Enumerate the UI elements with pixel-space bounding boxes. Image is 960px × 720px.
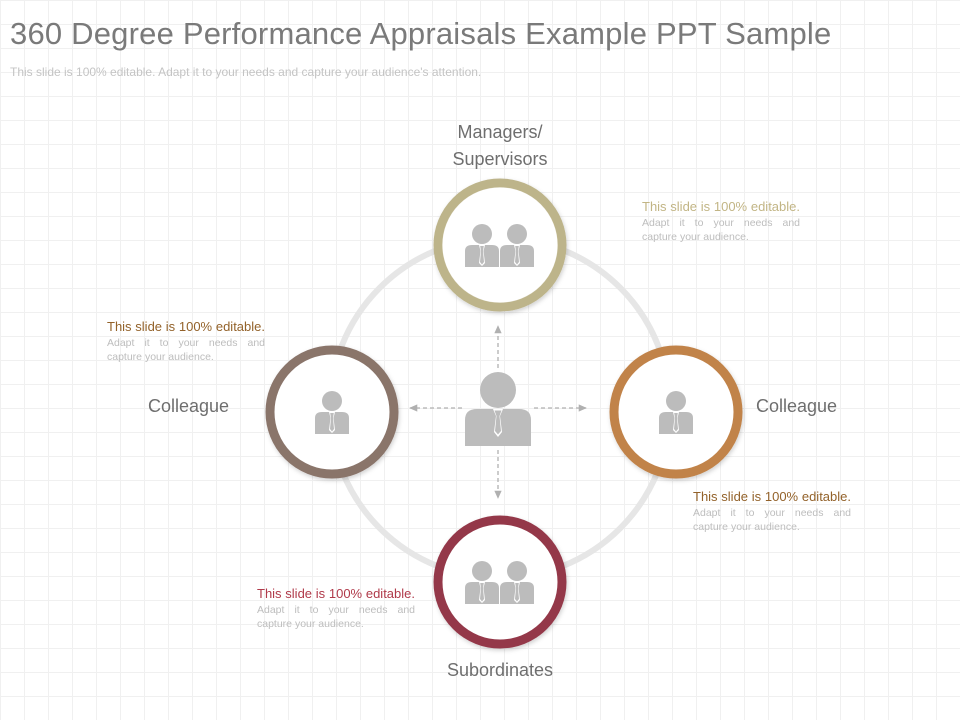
note-body: Adapt it to your needs and capture your … xyxy=(693,507,851,533)
node-bottom xyxy=(433,515,567,649)
node-label-managers: Managers/ Supervisors xyxy=(400,119,600,173)
node-top xyxy=(433,178,567,312)
center-person-icon xyxy=(465,372,531,446)
node-label-colleague-right: Colleague xyxy=(756,396,838,416)
slide-subtitle: This slide is 100% editable. Adapt it to… xyxy=(10,65,482,79)
note-lead: This slide is 100% editable. xyxy=(257,586,415,601)
node-label-subordinates: Subordinates xyxy=(446,660,554,680)
note-lead: This slide is 100% editable. xyxy=(693,489,851,504)
note-body: Adapt it to your needs and capture your … xyxy=(257,604,415,630)
note-bottom-right: This slide is 100% editable. Adapt it to… xyxy=(693,488,851,534)
note-top-left: This slide is 100% editable. Adapt it to… xyxy=(107,318,265,364)
note-body: Adapt it to your needs and capture your … xyxy=(642,217,800,243)
label-line: Managers/ xyxy=(457,122,543,142)
node-label-colleague-left: Colleague xyxy=(148,396,230,416)
label-line: Supervisors xyxy=(452,149,548,169)
note-lead: This slide is 100% editable. xyxy=(642,199,800,214)
note-top-right: This slide is 100% editable. Adapt it to… xyxy=(642,198,800,244)
center-arrows xyxy=(409,325,587,499)
note-lead: This slide is 100% editable. xyxy=(107,319,265,334)
note-bottom-left: This slide is 100% editable. Adapt it to… xyxy=(257,585,415,631)
slide-title: 360 Degree Performance Appraisals Exampl… xyxy=(10,16,832,51)
note-body: Adapt it to your needs and capture your … xyxy=(107,337,265,363)
